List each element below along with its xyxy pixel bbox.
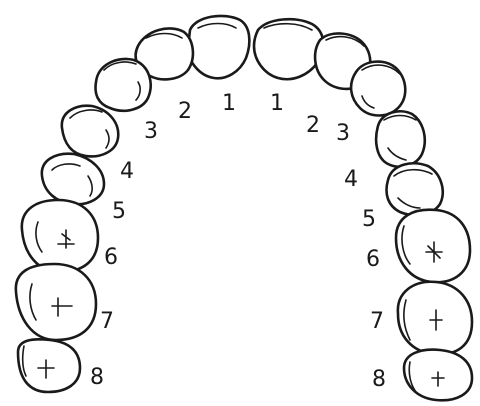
left-number-4: 4 [120,159,134,184]
right-number-4: 4 [344,167,358,192]
left-number-3: 3 [144,119,158,144]
left-number-1: 1 [222,91,236,116]
right-number-5: 5 [362,207,376,232]
right-tooth-1 [254,19,323,79]
right-tooth-5 [387,163,443,215]
right-tooth-4 [376,111,425,166]
left-tooth-4 [62,106,118,157]
left-tooth-6 [22,200,98,272]
left-number-2: 2 [178,99,192,124]
right-number-6: 6 [366,247,380,272]
right-number-8: 8 [372,367,386,392]
left-tooth-3 [96,59,151,111]
left-tooth-8 [18,339,80,392]
left-tooth-7 [16,264,96,340]
left-number-5: 5 [112,199,126,224]
right-number-7: 7 [370,309,384,334]
left-tooth-5 [42,154,104,205]
right-tooth-8 [404,350,472,401]
left-tooth-1 [188,16,249,78]
right-number-1: 1 [270,91,284,116]
right-number-3: 3 [336,121,350,146]
right-tooth-6 [396,210,470,283]
right-tooth-3 [351,62,405,116]
right-number-2: 2 [306,113,320,138]
left-number-7: 7 [100,309,114,334]
left-number-6: 6 [104,245,118,270]
left-number-8: 8 [90,365,104,390]
right-tooth-7 [398,282,472,354]
